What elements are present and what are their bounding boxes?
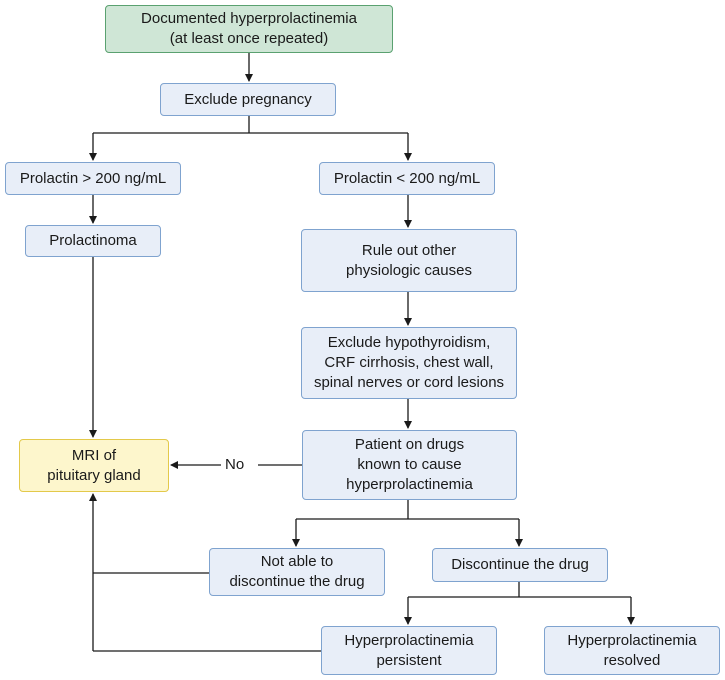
node-prolactinoma: Prolactinoma (25, 225, 161, 257)
node-mri-pituitary: MRI of pituitary gland (19, 439, 169, 492)
node-not-able-discontinue: Not able to discontinue the drug (209, 548, 385, 596)
node-documented-hyperprolactinemia: Documented hyperprolactinemia (at least … (105, 5, 393, 53)
node-rule-out-physiologic: Rule out other physiologic causes (301, 229, 517, 292)
node-discontinue-drug: Discontinue the drug (432, 548, 608, 582)
node-prolactin-low: Prolactin < 200 ng/mL (319, 162, 495, 195)
node-hyperprolactinemia-resolved: Hyperprolactinemia resolved (544, 626, 720, 675)
node-prolactin-high: Prolactin > 200 ng/mL (5, 162, 181, 195)
edge-label-no: No (223, 456, 247, 473)
node-exclude-pregnancy: Exclude pregnancy (160, 83, 336, 116)
node-patient-on-drugs: Patient on drugs known to cause hyperpro… (302, 430, 517, 500)
node-exclude-hypothyroidism: Exclude hypothyroidism, CRF cirrhosis, c… (301, 327, 517, 399)
node-hyperprolactinemia-persistent: Hyperprolactinemia persistent (321, 626, 497, 675)
